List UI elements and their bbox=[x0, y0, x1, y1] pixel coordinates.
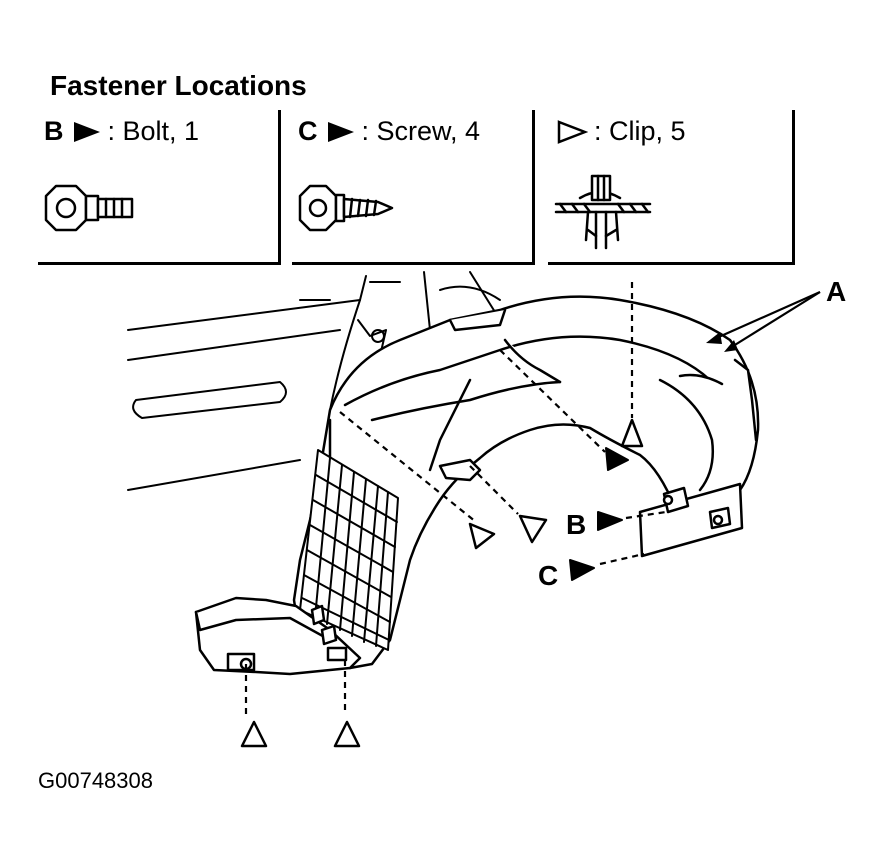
callout-c: C bbox=[538, 560, 559, 591]
grille-mesh bbox=[299, 449, 399, 651]
callout-a-arrows bbox=[711, 290, 821, 349]
callout-b: B bbox=[566, 509, 587, 540]
screw-icon bbox=[298, 184, 394, 232]
legend-screw-text: : Screw, 4 bbox=[361, 116, 481, 146]
legend-screw-key: C bbox=[298, 116, 318, 146]
filled-triangle-icon bbox=[327, 121, 354, 142]
fender-liner bbox=[292, 295, 760, 670]
legend-divider-2 bbox=[532, 110, 535, 264]
clip-markers bbox=[240, 418, 644, 748]
legend-bolt-key: B bbox=[44, 116, 64, 146]
legend-divider-3 bbox=[792, 110, 795, 264]
legend-underline-3 bbox=[548, 262, 795, 265]
title: Fastener Locations bbox=[50, 70, 307, 101]
callout-a: A bbox=[826, 276, 847, 307]
fastener-markers bbox=[569, 447, 629, 581]
legend-clip-text: : Clip, 5 bbox=[594, 116, 686, 146]
legend-underline-1 bbox=[38, 262, 281, 265]
legend-screw-label: C : Screw, 4 bbox=[298, 116, 480, 147]
side-bracket bbox=[638, 482, 744, 558]
legend-bolt-label: B : Bolt, 1 bbox=[44, 116, 199, 147]
lower-bracket bbox=[194, 596, 362, 676]
legend-divider-1 bbox=[278, 110, 281, 264]
legend-underline-2 bbox=[292, 262, 535, 265]
leader-lines bbox=[244, 282, 667, 714]
bolt-icon bbox=[44, 184, 134, 232]
figure-id: G00748308 bbox=[38, 768, 153, 793]
body-panel bbox=[127, 271, 501, 491]
legend-clip-label: : Clip, 5 bbox=[556, 116, 686, 147]
open-triangle-icon bbox=[557, 119, 588, 144]
filled-triangle-icon bbox=[73, 121, 100, 142]
clip-icon bbox=[554, 174, 652, 250]
callout-a-arrowheads bbox=[706, 332, 738, 352]
legend-bolt-text: : Bolt, 1 bbox=[107, 116, 200, 146]
